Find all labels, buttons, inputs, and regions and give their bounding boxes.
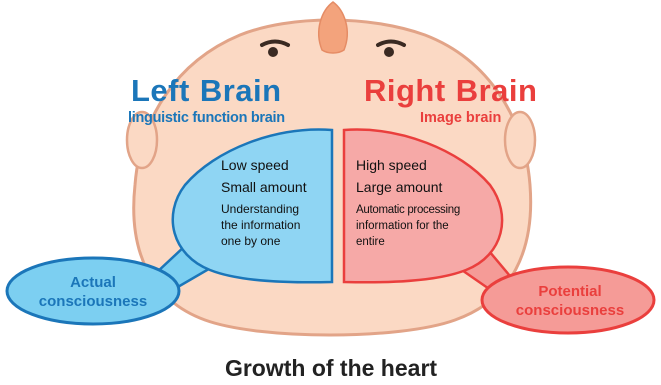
- left-line-understanding: Understanding: [221, 202, 299, 216]
- right-ear: [503, 110, 537, 170]
- bubble-left-line2: consciousness: [39, 293, 147, 310]
- left-brain-lobe: [171, 128, 334, 284]
- bubble-right-line1: Potential: [538, 283, 601, 300]
- left-line-small-amount: Small amount: [221, 179, 307, 195]
- left-ear: [125, 110, 159, 170]
- left-line-one-by-one: one by one: [221, 234, 281, 248]
- right-line-high-speed: High speed: [356, 157, 427, 173]
- right-brain-subtitle: Image brain: [420, 110, 501, 126]
- hair-tuft: [318, 1, 348, 54]
- potential-consciousness-bubble: [480, 265, 656, 335]
- left-line-the-information: the information: [221, 218, 300, 232]
- right-eye: [376, 39, 406, 57]
- right-line-entire: entire: [356, 236, 385, 248]
- bubble-left-line1: Actual: [70, 274, 116, 291]
- right-line-large-amount: Large amount: [356, 179, 443, 195]
- diagram-caption: Growth of the heart: [225, 355, 437, 381]
- bubble-right-line2: consciousness: [516, 302, 624, 319]
- right-line-information-for-the: information for the: [356, 220, 449, 232]
- left-line-low-speed: Low speed: [221, 157, 289, 173]
- actual-consciousness-bubble: [5, 256, 181, 326]
- right-brain-lobe: [342, 128, 504, 284]
- left-eye: [260, 39, 290, 57]
- right-line-automatic-processing: Automatic processing: [356, 204, 460, 216]
- left-brain-subtitle: linguistic function brain: [128, 110, 285, 126]
